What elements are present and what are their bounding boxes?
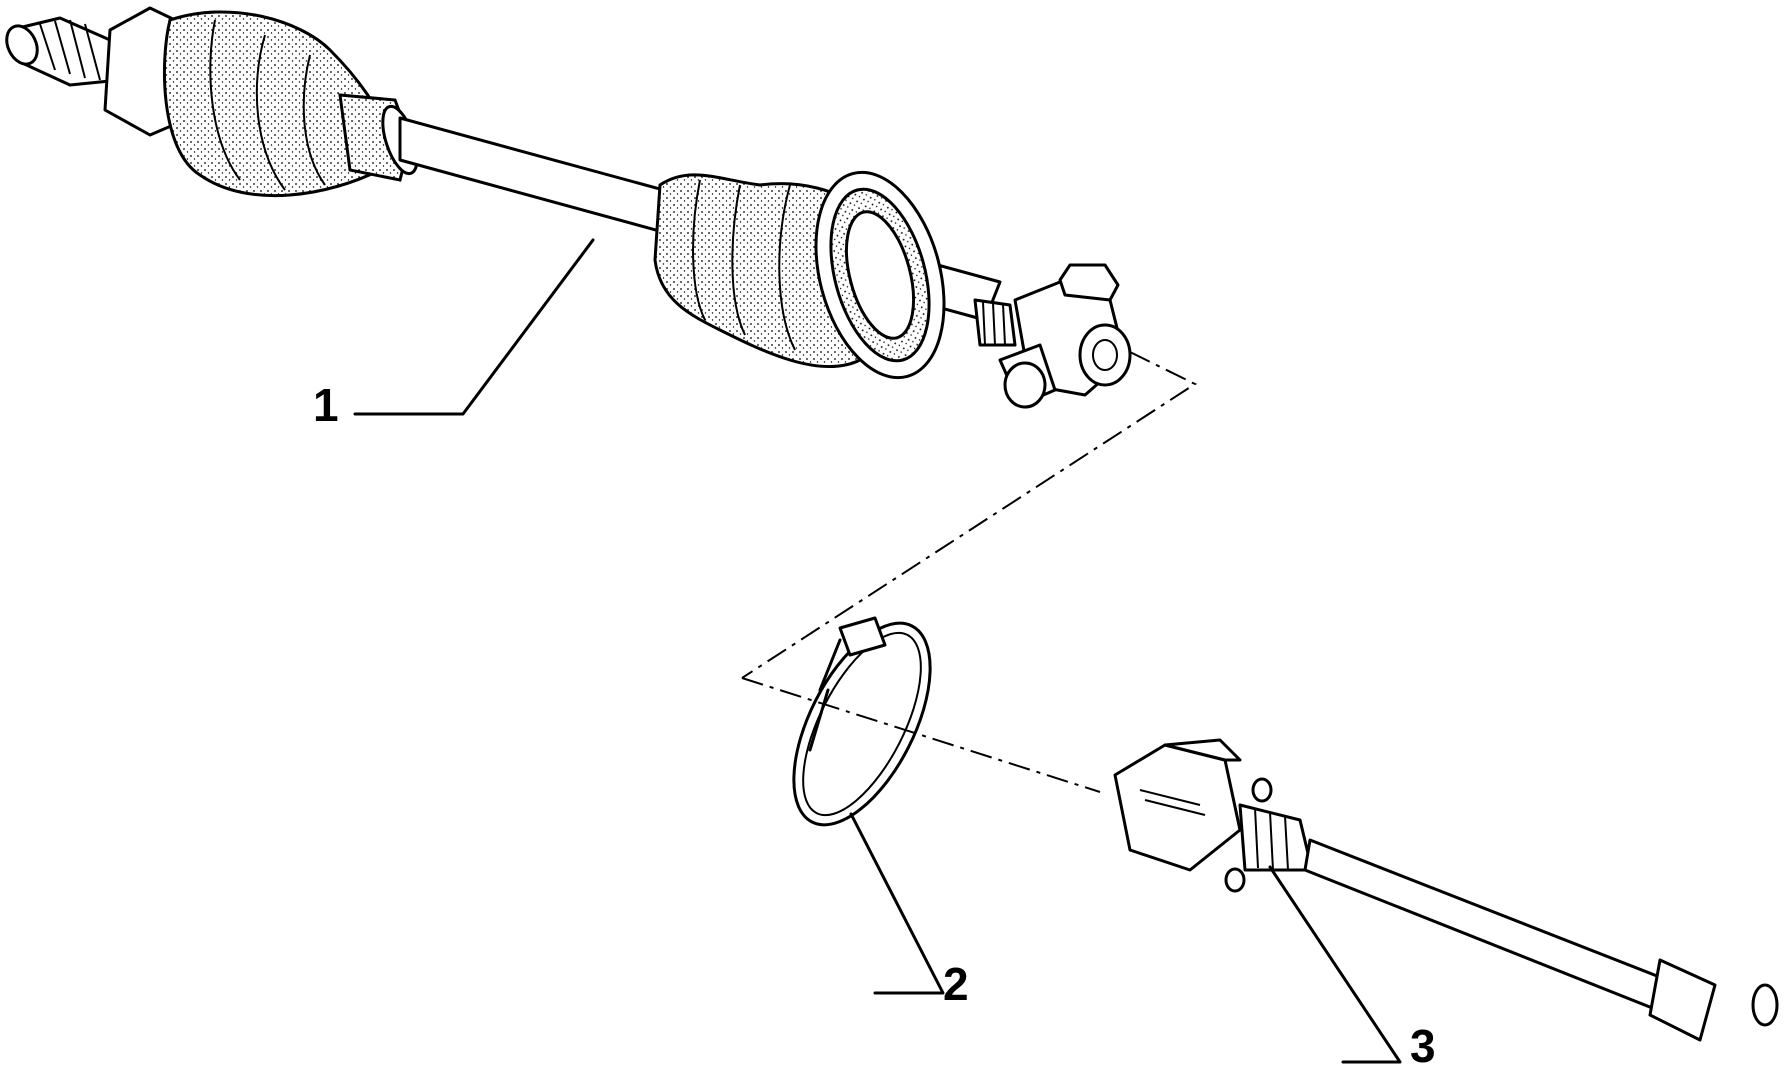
inner-cv-boot bbox=[653, 170, 946, 380]
tripod-spider bbox=[973, 263, 1132, 409]
callout-3: 3 bbox=[1410, 1020, 1436, 1067]
assembly-guide-lines bbox=[741, 351, 1198, 793]
outer-cv-boot bbox=[103, 6, 419, 198]
callout-1: 1 bbox=[313, 379, 339, 431]
callout-2: 2 bbox=[943, 958, 969, 1010]
splined-stub bbox=[5, 16, 122, 87]
drive-shaft-assembly bbox=[5, 6, 1132, 409]
boot-clamp bbox=[792, 616, 932, 827]
leader-lines bbox=[353, 238, 1402, 1064]
inner-joint-shaft bbox=[1113, 738, 1779, 1042]
